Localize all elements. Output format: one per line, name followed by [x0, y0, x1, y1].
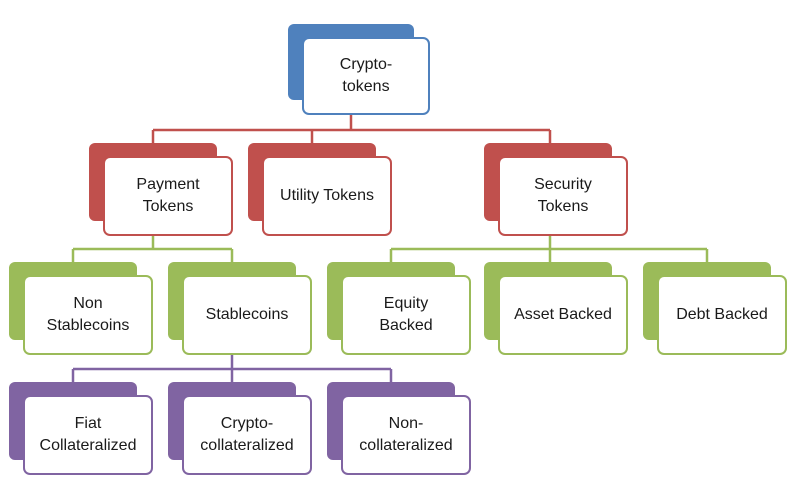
- node-crypto-tokens-label: Crypto- tokens: [302, 37, 430, 115]
- node-stablecoins-label: Stablecoins: [182, 275, 312, 355]
- node-payment-tokens-label: Payment Tokens: [103, 156, 233, 236]
- node-debt-backed-label: Debt Backed: [657, 275, 787, 355]
- node-non-stablecoins-label: Non Stablecoins: [23, 275, 153, 355]
- node-non-collateralized-label: Non- collateralized: [341, 395, 471, 475]
- node-crypto-collateralized-label: Crypto- collateralized: [182, 395, 312, 475]
- node-fiat-collateralized-label: Fiat Collateralized: [23, 395, 153, 475]
- node-equity-backed-label: Equity Backed: [341, 275, 471, 355]
- node-security-tokens-label: Security Tokens: [498, 156, 628, 236]
- node-asset-backed-label: Asset Backed: [498, 275, 628, 355]
- node-utility-tokens-label: Utility Tokens: [262, 156, 392, 236]
